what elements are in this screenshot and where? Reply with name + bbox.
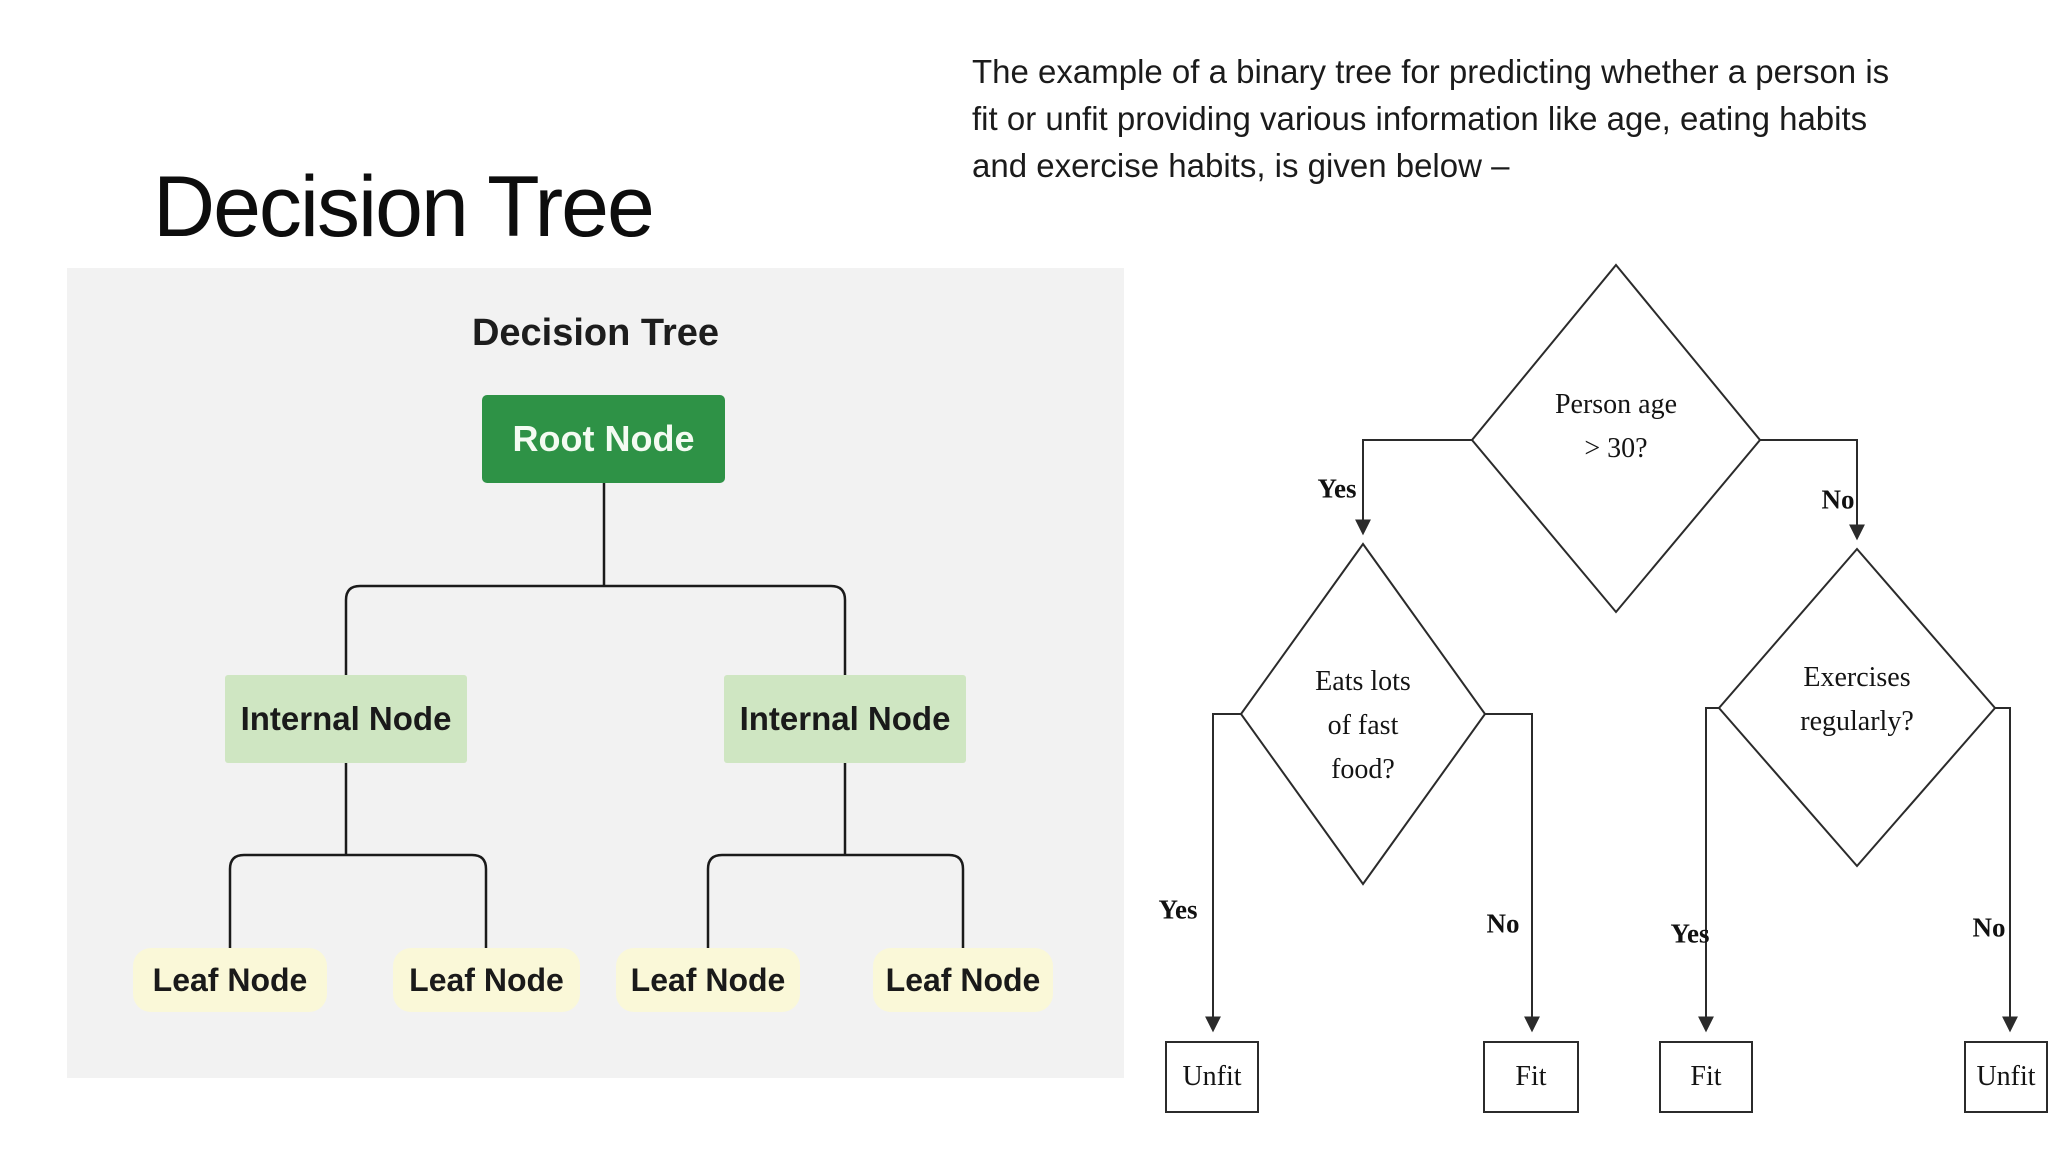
leaf-node-1: Leaf Node [133,948,327,1012]
internal-node-right: Internal Node [724,675,966,763]
question-person-age: Person age > 30? [1554,389,1678,464]
diamond-exercises [1717,547,1997,868]
edge-label-root-yes: Yes [1317,473,1357,504]
diagram-connectors [228,483,965,948]
edge-root-yes [1355,439,1472,536]
edge-exercises-no [1995,707,2018,1033]
connector-internal-right-bracket [706,853,965,948]
edge-label-fastfood-yes: Yes [1158,894,1198,925]
edge-fastfood-yes [1205,713,1241,1033]
edge-label-fastfood-no: No [1486,908,1520,939]
leaf-node-2: Leaf Node [393,948,580,1012]
edge-label-exercises-no: No [1972,912,2006,943]
leaf-node-3: Leaf Node [616,948,800,1012]
connector-root-bracket [344,584,847,675]
question-exercises: Exercises regularly? [1800,662,1914,737]
outcome-box-unfit-1: Unfit [1165,1041,1259,1113]
internal-node-left: Internal Node [225,675,467,763]
description-text: The example of a binary tree for predict… [972,53,1890,184]
diamond-fast-food [1239,542,1487,886]
edge-exercises-yes [1698,707,1719,1033]
outcome-box-fit-2: Fit [1659,1041,1753,1113]
question-fast-food: Eats lots of fast food? [1315,666,1411,785]
diamond-person-age [1470,263,1762,614]
outcome-box-unfit-2: Unfit [1964,1041,2048,1113]
leaf-node-4: Leaf Node [873,948,1053,1012]
root-node: Root Node [482,395,725,483]
page-title: Decision Tree [153,158,655,255]
edge-fastfood-no [1485,713,1540,1033]
decision-tree-diagram-panel: Decision Tree Root Node Internal Node In… [67,268,1124,1078]
outcome-box-fit-1: Fit [1483,1041,1579,1113]
edge-root-no [1760,439,1865,541]
connector-internal-left-bracket [228,853,488,948]
diagram-title: Decision Tree [471,312,720,354]
edge-label-root-no: No [1821,484,1855,515]
edge-label-exercises-yes: Yes [1670,918,1710,949]
